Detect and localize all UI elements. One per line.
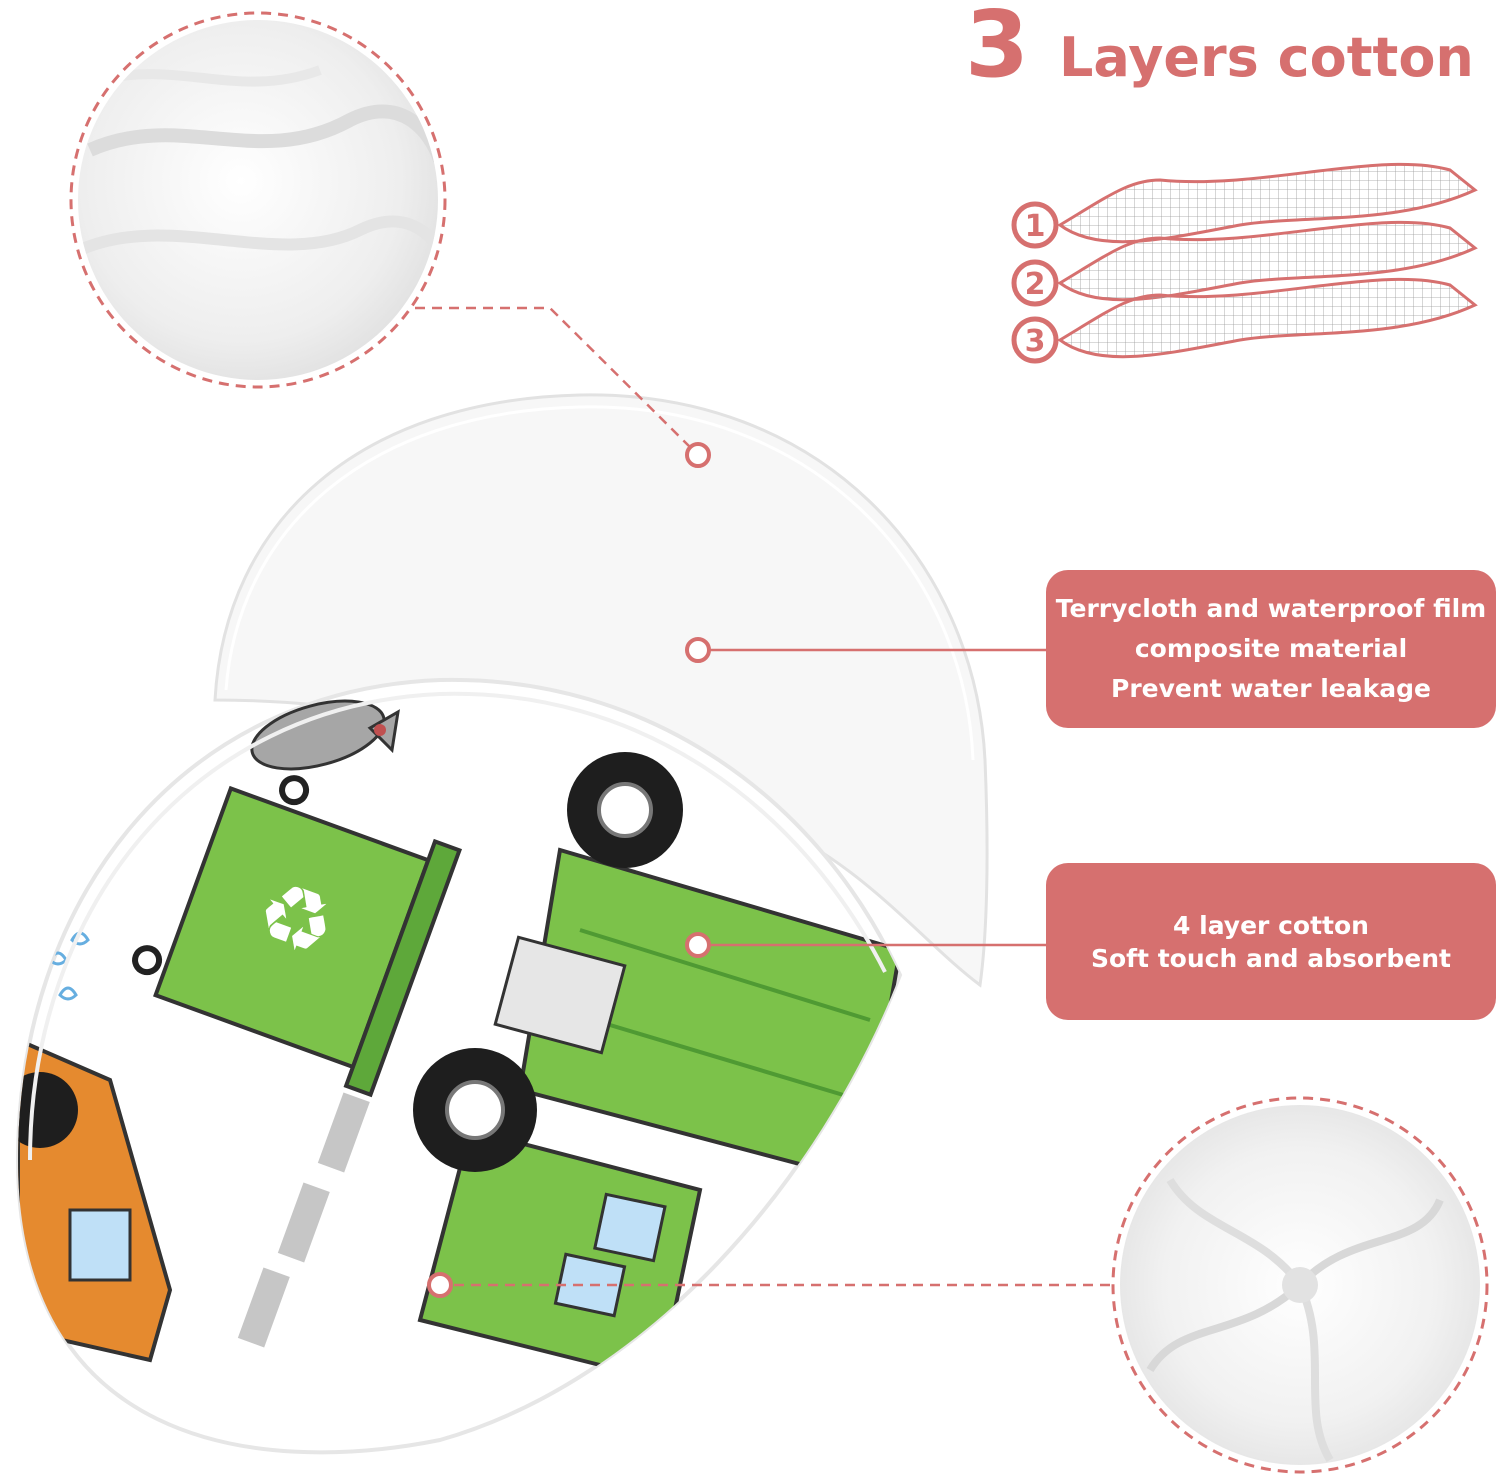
recycle-bin-graphic: ♻ <box>132 775 463 1098</box>
layer-number: 2 <box>1025 267 1046 302</box>
trash-bag-graphic <box>250 699 400 771</box>
heading-text: Layers cotton <box>1059 26 1474 89</box>
callout-line: Terrycloth and waterproof film <box>1055 594 1487 623</box>
callout-line: Prevent water leakage <box>1111 674 1431 703</box>
callout-line: Soft touch and absorbent <box>1091 943 1451 973</box>
garbage-truck-graphic <box>413 752 900 1383</box>
heading-number: 3 <box>965 0 1030 98</box>
layer-badge-3: 3 <box>1011 316 1059 364</box>
road-dashes-graphic <box>237 1092 370 1348</box>
layer-diagram: 1 2 3 <box>1011 162 1478 364</box>
layer-badge-2: 2 <box>1011 259 1059 307</box>
layer-number: 1 <box>1025 209 1046 244</box>
pointer-dots <box>427 442 711 1298</box>
front-bib-print: ♻ <box>15 677 903 1455</box>
layer-badge-1: 1 <box>1011 201 1059 249</box>
callout-cotton: 4 layer cotton Soft touch and absorbent <box>1046 863 1496 1020</box>
layers-heading: 3 Layers cotton <box>965 0 1474 98</box>
pointer-lines <box>415 306 1113 1287</box>
layer-number: 3 <box>1025 324 1046 359</box>
callout-terrycloth: Terrycloth and waterproof film composite… <box>1046 570 1496 728</box>
terry-texture-detail <box>69 11 447 389</box>
callout-line: composite material <box>1134 634 1408 663</box>
callout-line: 4 layer cotton <box>1173 910 1369 940</box>
muslin-texture-detail <box>1111 1096 1489 1474</box>
